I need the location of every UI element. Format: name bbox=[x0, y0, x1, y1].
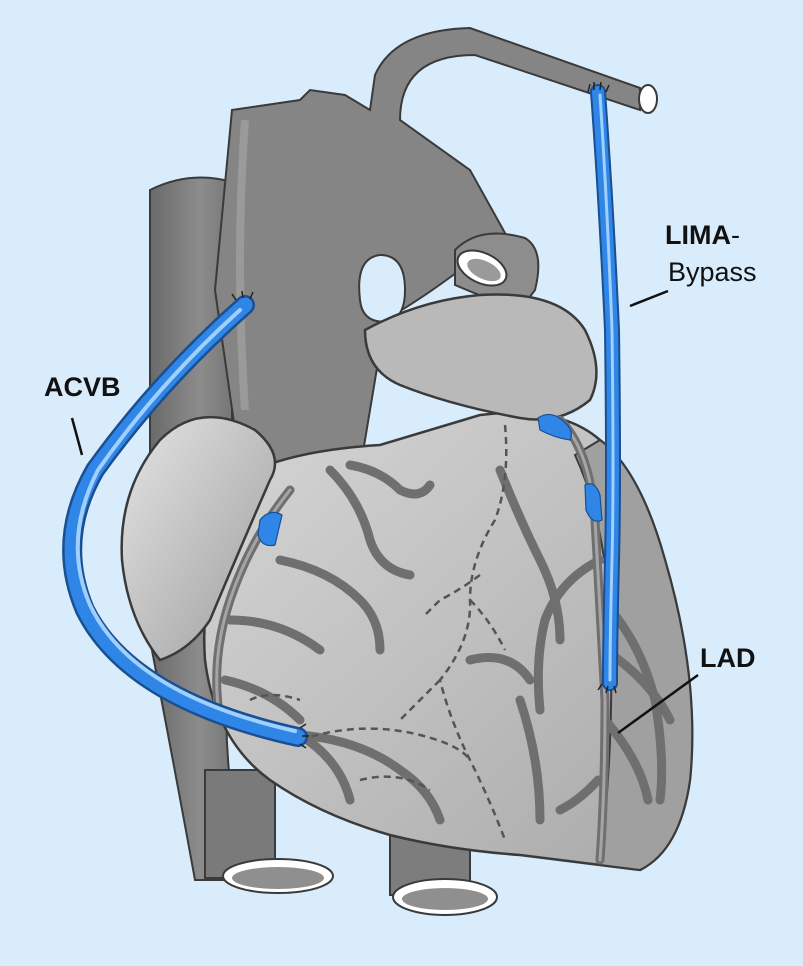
stenosis-marks bbox=[257, 413, 603, 547]
aorta bbox=[213, 26, 641, 482]
lima-label: LIMA- bbox=[665, 222, 740, 249]
aorta-branch-opening bbox=[638, 84, 658, 114]
bypass-label: Bypass bbox=[668, 257, 757, 287]
lad-leader-line bbox=[617, 673, 699, 735]
lima-sutures bbox=[587, 81, 617, 694]
right-atrium bbox=[120, 415, 277, 662]
lima-label-text: LIMA bbox=[665, 220, 731, 250]
lima-bypass-graft bbox=[590, 84, 621, 691]
lima-label-hyphen: - bbox=[730, 220, 740, 250]
lima-leader-line bbox=[629, 289, 669, 308]
acvb-leader-line bbox=[70, 417, 84, 456]
acvb-sutures bbox=[231, 290, 309, 749]
acvb-graft bbox=[62, 295, 308, 747]
left-atrium bbox=[363, 293, 598, 421]
lad-label: LAD bbox=[700, 643, 756, 673]
acvb-label: ACVB bbox=[44, 372, 121, 402]
aortic-arch-gap bbox=[358, 253, 407, 324]
posterior-vessels-dashed bbox=[249, 424, 508, 841]
